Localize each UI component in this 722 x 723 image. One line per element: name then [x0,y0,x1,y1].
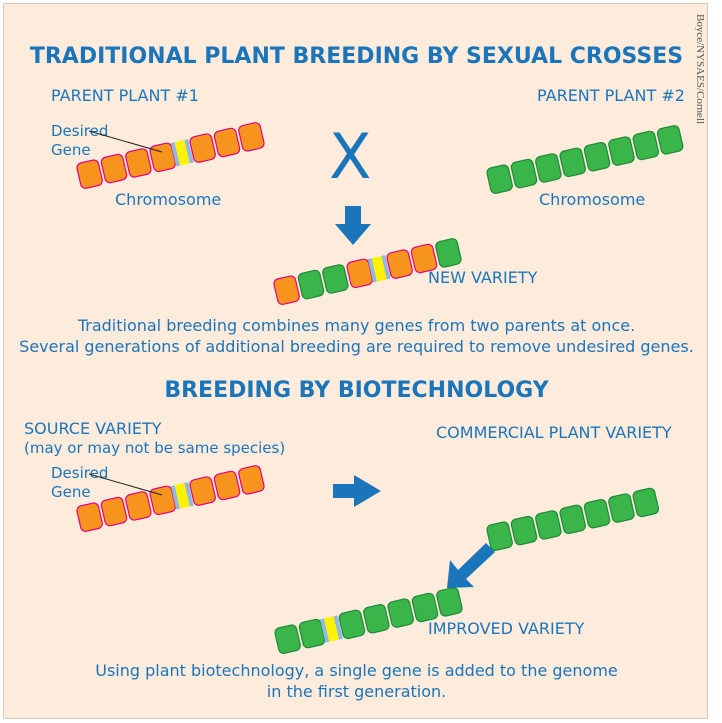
chromosome-segment [608,493,635,523]
chromosome-segment [559,504,586,534]
chromosome-segment [274,624,301,654]
chromosome-segment [100,496,127,526]
chromosome-segment [100,153,127,183]
chromosome-parent-1 [76,122,265,190]
desired-gene-pointer-1 [89,131,162,152]
chromosome-segment [386,249,413,279]
chromosome-segment [535,510,562,540]
chromosome-segment [535,153,562,183]
arrow-down-icon [335,206,371,245]
chromosome-improved-variety [274,587,463,655]
chromosome-segment [338,609,365,639]
chromosome-segment [273,275,300,305]
arrow-down-left-icon [447,543,495,588]
chromosome-segment [213,470,240,500]
chromosome-commercial-variety [486,487,659,551]
chromosome-segment [387,598,414,628]
chromosome-parent-2 [486,125,684,195]
chromosome-segment [76,159,103,189]
chromosome-segment [363,604,390,634]
chromosome-segment [510,515,537,545]
chromosome-segment [297,269,324,299]
chromosome-segment [486,164,513,194]
chromosome-segment [213,127,240,157]
chromosome-segment [436,587,463,617]
diagram-art [4,4,709,720]
chromosome-segment [125,491,152,521]
chromosome-new-variety [273,238,462,306]
chromosome-segment [583,142,610,172]
chromosome-segment [583,499,610,529]
arrow-right-icon [333,475,381,507]
chromosome-segment [632,130,659,160]
chromosome-segment [559,147,586,177]
chromosome-segment [238,465,265,495]
chromosome-segment [125,148,152,178]
chromosome-segment [435,238,462,268]
chromosome-segment [510,158,537,188]
chromosome-segment [238,122,265,152]
chromosome-segment [189,133,216,163]
side-credit: Boyce/NYSAES/Cornell [695,14,707,154]
chromosome-segment [410,243,437,273]
chromosome-segment [632,487,659,517]
chromosome-segment [411,592,438,622]
desired-gene-pointer-2 [89,474,162,495]
chromosome-segment [76,502,103,532]
chromosome-segment [608,136,635,166]
chromosome-segment [486,521,513,551]
chromosome-source-variety [76,465,265,533]
chromosome-segment [657,125,684,155]
diagram-panel: TRADITIONAL PLANT BREEDING BY SEXUAL CRO… [3,3,708,719]
chromosome-segment [189,476,216,506]
chromosome-segment [322,264,349,294]
